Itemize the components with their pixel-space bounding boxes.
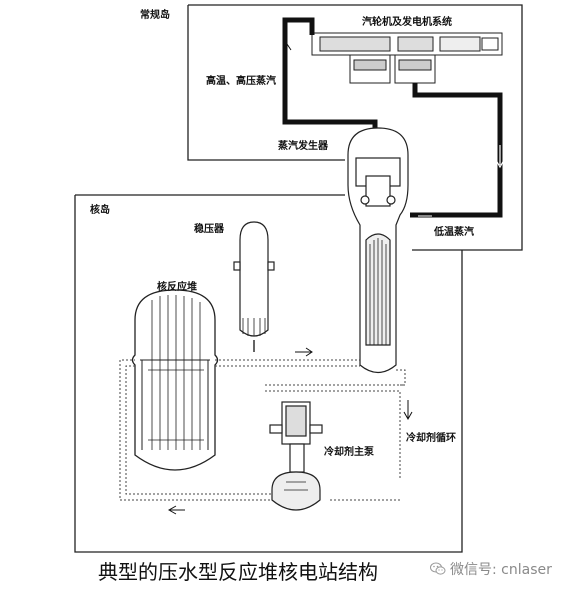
steam-generator-vessel: [347, 127, 409, 374]
label-turbine-generator: 汽轮机及发电机系统: [362, 17, 452, 28]
label-conventional-island: 常规岛: [140, 10, 170, 21]
pressurizer-vessel: [233, 221, 275, 352]
coolant-loop: [119, 359, 406, 501]
low-temp-steam-pipe: [410, 83, 503, 218]
turbine-generator-unit: [311, 32, 503, 84]
label-nuclear-island: 核岛: [90, 205, 110, 216]
watermark: 微信号: cnlaser: [430, 559, 552, 579]
hot-steam-pipe: [282, 17, 378, 130]
label-pressurizer: 稳压器: [194, 224, 224, 235]
label-low-temp-steam: 低温蒸汽: [434, 227, 474, 238]
watermark-text: 微信号: cnlaser: [450, 562, 552, 578]
wechat-icon: [430, 562, 446, 575]
nuclear-island-boundary: [74, 194, 463, 553]
conventional-island-boundary: [187, 4, 523, 251]
label-hot-steam: 高温、高压蒸汽: [206, 76, 276, 87]
label-main-pump: 冷却剂主泵: [324, 447, 374, 458]
figure-caption: 典型的压水型反应堆核电站结构: [98, 560, 378, 584]
label-coolant-loop: 冷却剂循环: [406, 433, 456, 444]
label-reactor: 核反应堆: [157, 282, 197, 293]
label-steam-generator: 蒸汽发生器: [278, 141, 328, 152]
main-coolant-pump: [269, 401, 323, 511]
reactor-vessel: [131, 289, 219, 471]
